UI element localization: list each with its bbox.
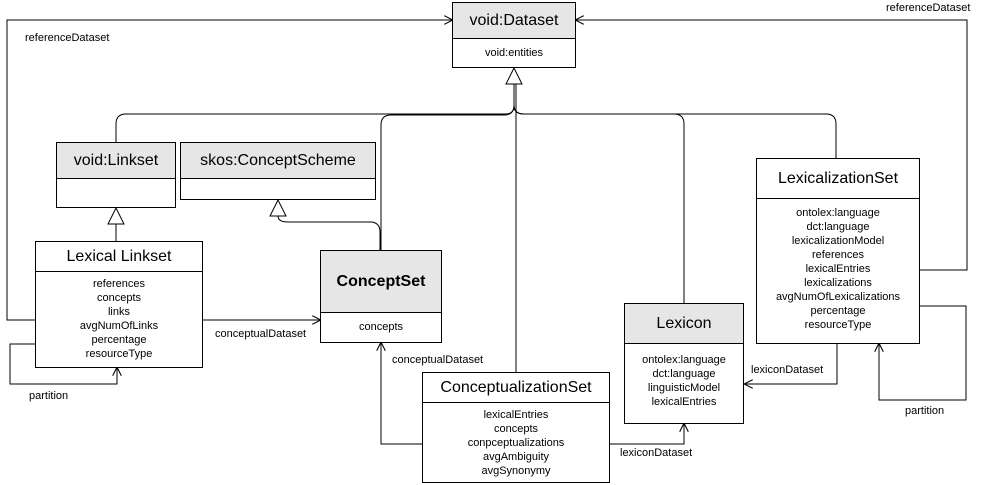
generalization-lexicalization-dataset — [513, 105, 837, 158]
attribute: lexicalEntries — [651, 396, 717, 408]
attribute: resourceType — [85, 348, 153, 360]
class-lexicon: Lexicon ontolex:language dct:language li… — [624, 303, 744, 424]
class-title: ConceptSet — [321, 251, 441, 313]
attribute: concepts — [358, 321, 404, 333]
attribute: avgSynonymy — [481, 465, 551, 477]
class-attributes: concepts — [321, 313, 441, 334]
class-lexical-linkset: Lexical Linkset references concepts link… — [35, 241, 203, 368]
class-title: ConceptualizationSet — [423, 373, 609, 403]
class-void-linkset: void:Linkset — [56, 142, 176, 208]
class-title: skos:ConceptScheme — [181, 143, 375, 179]
attribute: avgAmbiguity — [482, 451, 550, 463]
class-void-dataset: void:Dataset void:entities — [452, 2, 576, 68]
class-title: LexicalizationSet — [757, 159, 919, 199]
attribute: links — [107, 306, 130, 318]
attribute: void:entities — [484, 47, 544, 59]
assoc-reference-dataset-left — [6, 20, 452, 321]
class-lexicalizationset: LexicalizationSet ontolex:language dct:l… — [756, 158, 920, 344]
attribute: percentage — [91, 334, 147, 346]
attribute: percentage — [810, 305, 866, 317]
attribute: dct:language — [806, 221, 870, 233]
assoc-partition-linkset — [9, 343, 117, 385]
generalization-triangle-conceptscheme — [269, 198, 287, 217]
generalization-lexicon-dataset — [513, 104, 685, 303]
attribute: concepts — [96, 292, 142, 304]
generalization-triangle-dataset — [505, 66, 523, 85]
assoc-conceptual-dataset-conceptualization — [381, 343, 422, 445]
generalization-triangle-linkset — [107, 206, 125, 225]
class-attributes: references concepts links avgNumOfLinks … — [36, 272, 202, 361]
attribute: conpceptualizations — [467, 437, 565, 449]
label-partition-linkset: partition — [29, 390, 69, 402]
label-lexicon-dataset-lexicalization: lexiconDataset — [751, 364, 824, 376]
class-title: Lexicon — [625, 304, 743, 344]
label-reference-dataset-left: referenceDataset — [25, 32, 110, 44]
attribute: references — [93, 278, 145, 290]
generalization-linkset-dataset — [115, 84, 515, 142]
attribute: concepts — [493, 423, 539, 435]
label-reference-dataset-right: referenceDataset — [886, 2, 971, 14]
class-title: void:Linkset — [57, 143, 175, 179]
assoc-reference-dataset-right — [576, 20, 968, 271]
label-conceptual-dataset-conceptualization: conceptualDataset — [392, 354, 484, 366]
class-conceptset: ConceptSet concepts — [320, 250, 442, 343]
attribute: ontolex:language — [796, 207, 880, 219]
class-attributes: ontolex:language dct:language lexicaliza… — [757, 199, 919, 332]
attribute: lexicalizations — [804, 277, 872, 289]
assoc-partition-lexicalization — [879, 305, 967, 401]
label-partition-lexicalization: partition — [905, 405, 945, 417]
assoc-lexicon-dataset-conceptualization — [610, 424, 684, 445]
attribute: dct:language — [652, 368, 716, 380]
class-title: void:Dataset — [453, 3, 575, 39]
class-skos-conceptscheme: skos:ConceptScheme — [180, 142, 376, 200]
assoc-lexicon-dataset-lexicalization — [745, 344, 838, 384]
generalization-conceptset-dataset — [380, 104, 515, 250]
class-attributes: ontolex:language dct:language linguistic… — [625, 344, 743, 409]
associations — [6, 20, 968, 445]
attribute: lexicalizationModel — [791, 235, 885, 247]
label-lexicon-dataset-conceptualization: lexiconDataset — [620, 447, 693, 459]
attribute: linguisticModel — [647, 382, 721, 394]
generalization-to-linkset — [107, 206, 125, 241]
attribute: lexicalEntries — [483, 409, 549, 421]
attribute: resourceType — [804, 319, 872, 331]
class-attributes: lexicalEntries concepts conpceptualizati… — [423, 403, 609, 478]
attribute: ontolex:language — [642, 354, 726, 366]
generalization-to-conceptscheme — [269, 198, 381, 250]
generalization-to-dataset — [115, 66, 837, 372]
class-conceptualizationset: ConceptualizationSet lexicalEntries conc… — [422, 372, 610, 483]
label-conceptual-dataset-linkset: conceptualDataset — [215, 328, 307, 340]
class-attributes: void:entities — [453, 39, 575, 60]
attribute: avgNumOfLinks — [79, 320, 159, 332]
attribute: references — [812, 249, 864, 261]
attribute: avgNumOfLexicalizations — [775, 291, 901, 303]
class-title: Lexical Linkset — [36, 242, 202, 272]
attribute: lexicalEntries — [805, 263, 871, 275]
